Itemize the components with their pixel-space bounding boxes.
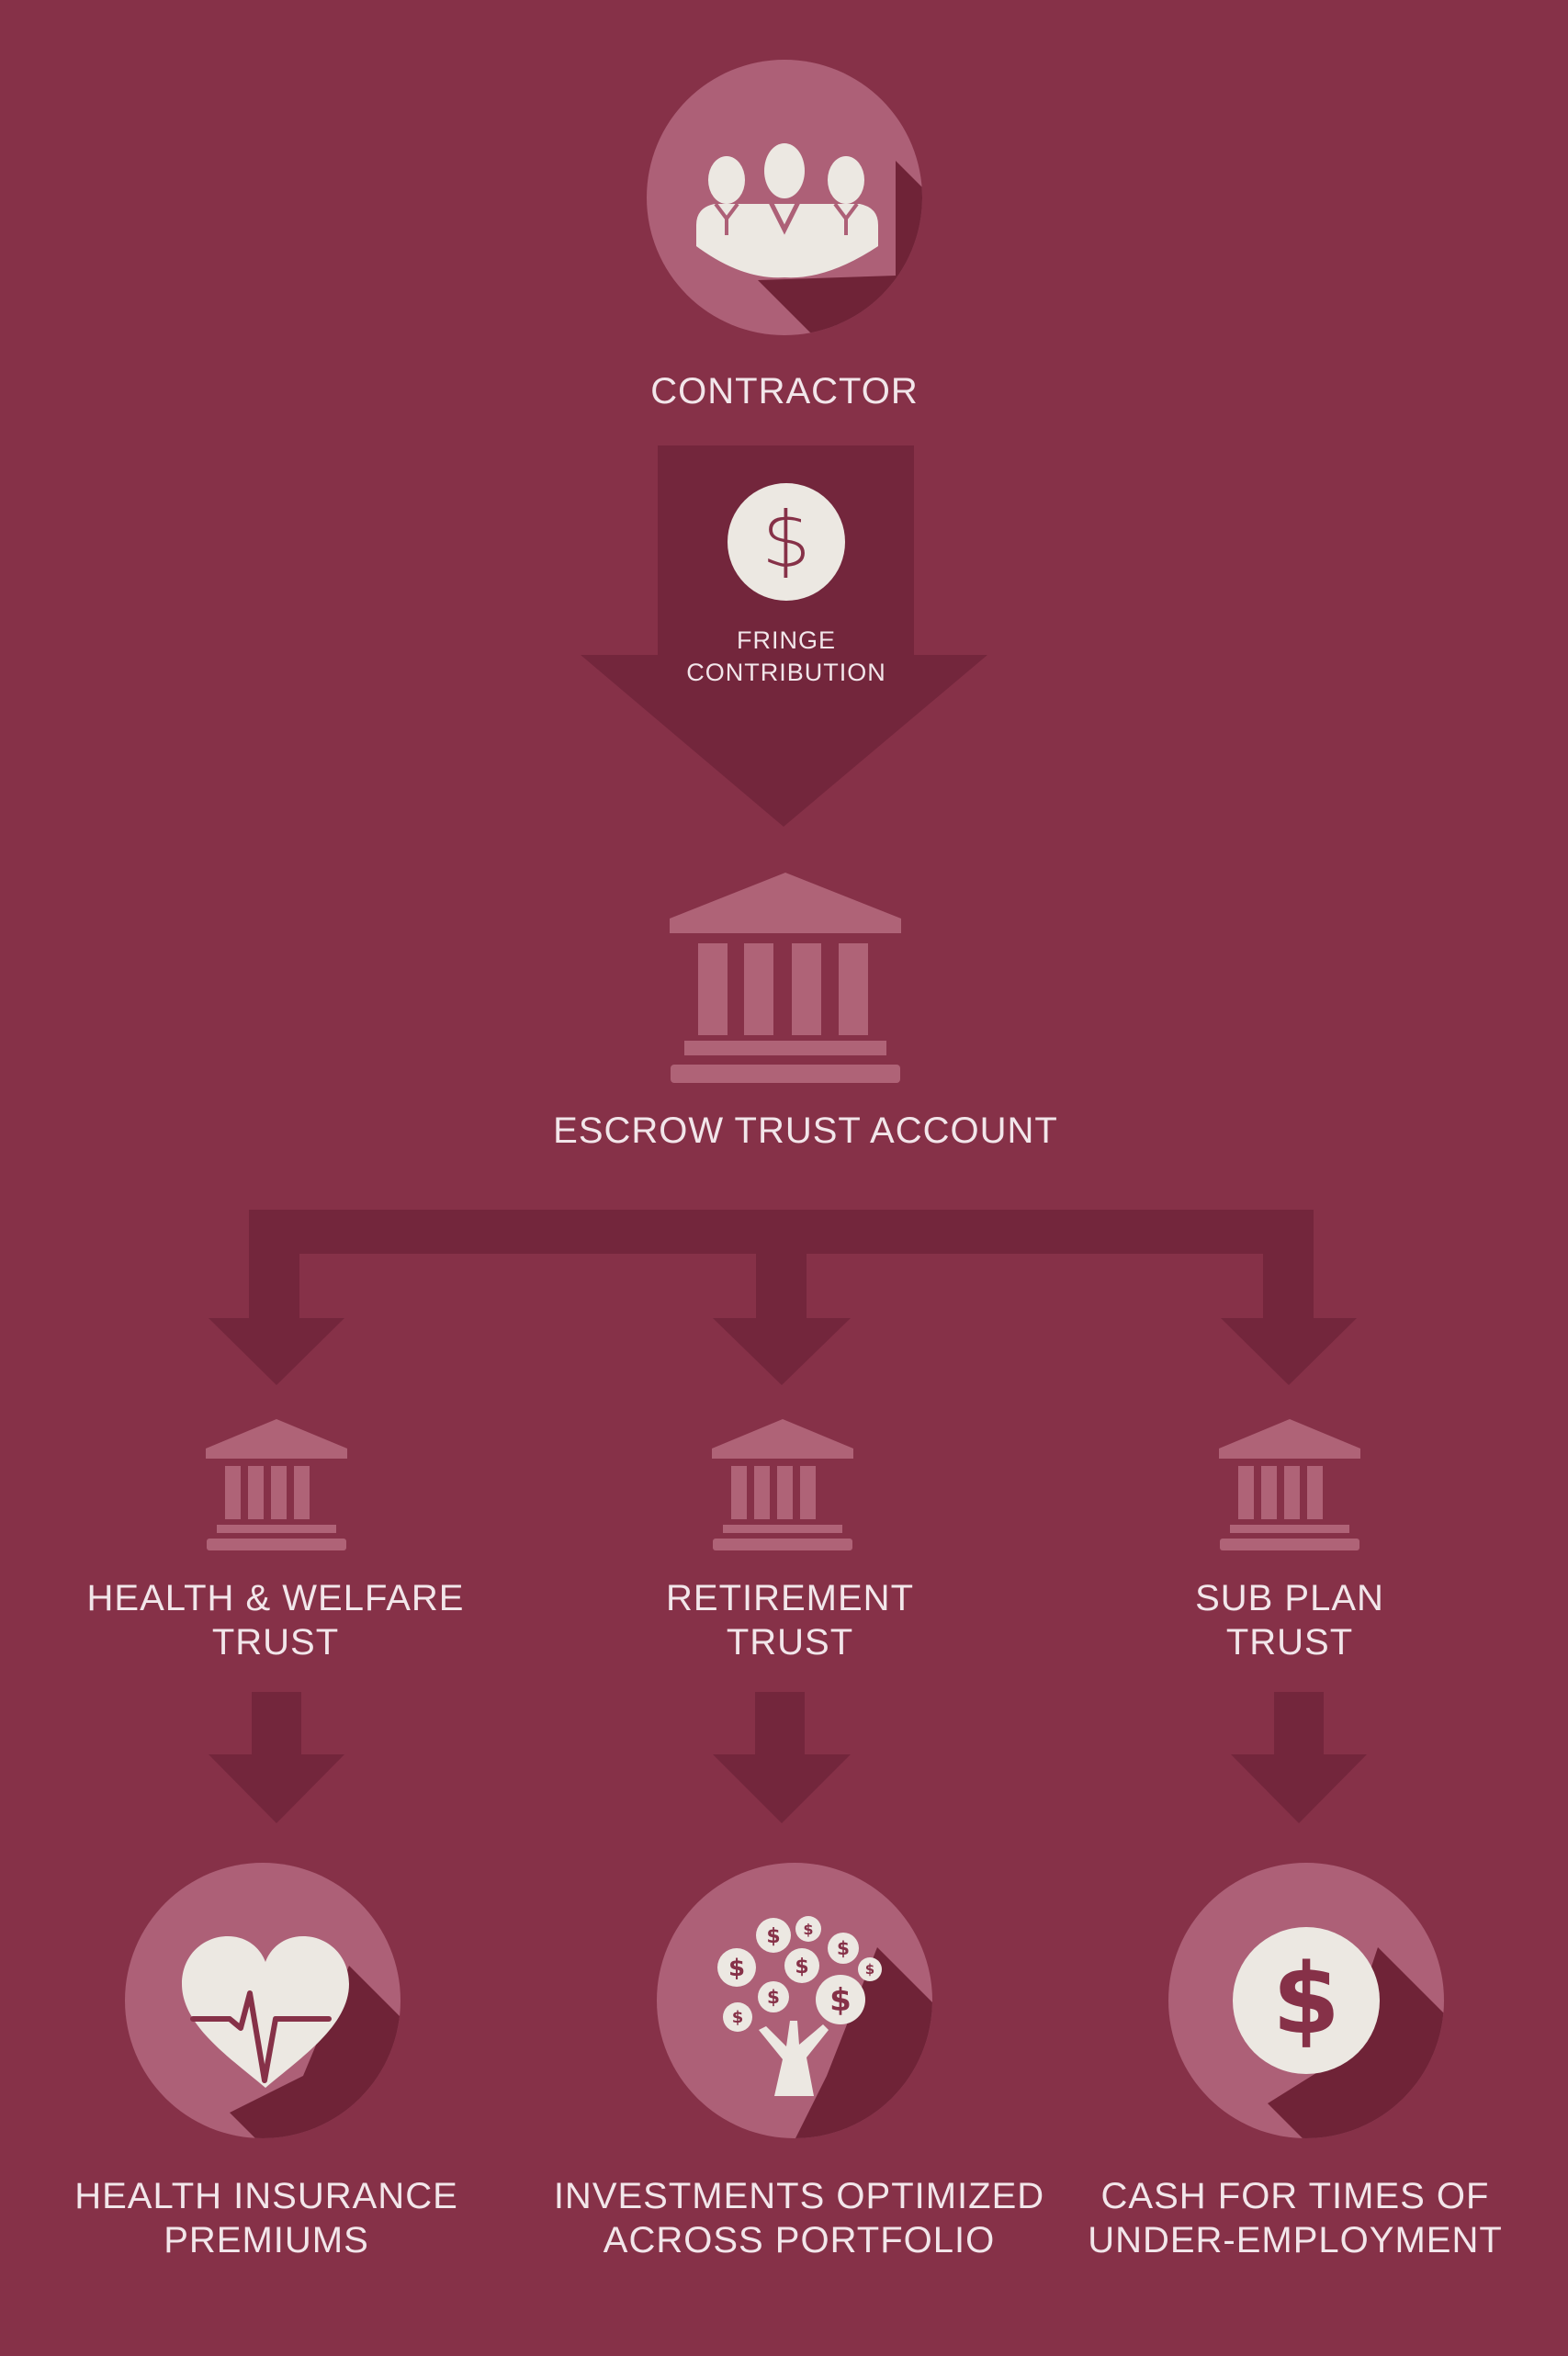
contractor-label: CONTRACTOR: [555, 369, 1014, 413]
dollar-icon: $: [728, 483, 845, 601]
outcome-label-line: ACROSS PORTFOLIO: [603, 2220, 996, 2260]
outcome-label-investments: INVESTMENTS OPTIMIZED ACROSS PORTFOLIO: [524, 2174, 1075, 2262]
trust-label-line: TRUST: [1225, 1622, 1354, 1663]
fringe-label-line: FRINGE: [736, 626, 836, 654]
branch-arrows: [209, 1210, 1357, 1385]
outcome-label-cash: CASH FOR TIMES OF UNDER-EMPLOYMENT: [1038, 2174, 1552, 2262]
outcome-label-line: UNDER-EMPLOYMENT: [1088, 2220, 1503, 2260]
svg-text:$: $: [837, 1937, 850, 1959]
contribution-arrow: [581, 445, 987, 827]
fringe-contribution-label: FRINGE CONTRIBUTION: [649, 625, 924, 688]
escrow-label: ESCROW TRUST ACCOUNT: [530, 1109, 1081, 1153]
svg-text:$: $: [865, 1961, 874, 1978]
svg-text:$: $: [766, 1925, 780, 1948]
bank-icon: [206, 1419, 347, 1550]
trust-label-health-welfare: HEALTH & WELFARE TRUST: [55, 1576, 496, 1664]
outcome-label-health-insurance: HEALTH INSURANCE PREMIUMS: [28, 2174, 505, 2262]
trust-label-line: SUB PLAN: [1195, 1578, 1384, 1618]
people-group-icon: [647, 60, 922, 335]
svg-text:$: $: [795, 1956, 808, 1978]
fringe-label-line: CONTRIBUTION: [686, 658, 886, 686]
svg-text:$: $: [767, 1986, 780, 2008]
contractor-label-text: CONTRACTOR: [650, 371, 919, 411]
money-tree-icon: $ $ $ $ $ $ $ $ $: [657, 1863, 932, 2138]
bank-icon: [712, 1419, 853, 1550]
svg-text:$: $: [803, 1921, 813, 1938]
outcome-label-line: INVESTMENTS OPTIMIZED: [553, 2176, 1045, 2216]
trust-label-line: TRUST: [211, 1622, 340, 1663]
trust-label-sub-plan: SUB PLAN TRUST: [1069, 1576, 1510, 1664]
bank-icon: [670, 873, 901, 1083]
trust-label-line: TRUST: [726, 1622, 854, 1663]
escrow-label-text: ESCROW TRUST ACCOUNT: [553, 1110, 1058, 1151]
outcome-label-line: PREMIUMS: [164, 2220, 369, 2260]
trust-label-retirement: RETIREMENT TRUST: [570, 1576, 1010, 1664]
down-arrows: [209, 1692, 1367, 1823]
outcome-label-line: CASH FOR TIMES OF: [1100, 2176, 1490, 2216]
dollar-coin-icon: $: [1168, 1863, 1444, 2138]
trust-label-line: RETIREMENT: [666, 1578, 914, 1618]
outcome-label-line: HEALTH INSURANCE: [74, 2176, 458, 2216]
trust-label-line: HEALTH & WELFARE: [86, 1578, 465, 1618]
svg-text:$: $: [1272, 1943, 1340, 2056]
svg-text:$: $: [728, 1955, 745, 1982]
svg-text:$: $: [829, 1982, 852, 2019]
bank-icon: [1219, 1419, 1360, 1550]
heart-pulse-icon: [125, 1863, 400, 2138]
svg-text:$: $: [732, 2008, 744, 2027]
svg-text:$: $: [761, 495, 810, 585]
